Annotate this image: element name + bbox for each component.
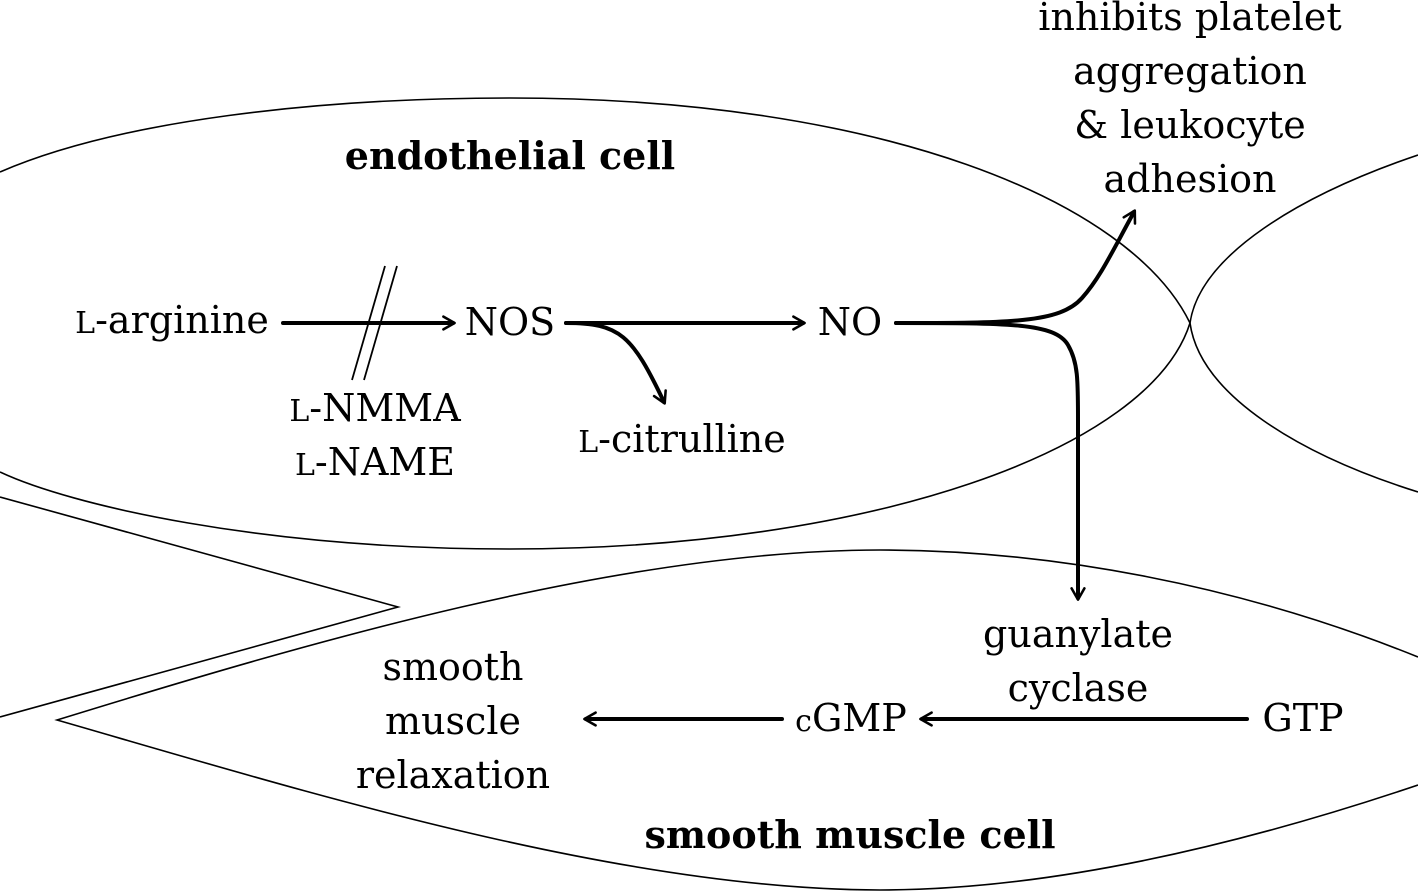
cgmp-label: cGMP (795, 696, 907, 740)
l-citrulline-label: L-citrulline (578, 417, 786, 461)
no-label: NO (818, 300, 882, 344)
arrow-no-to-guanylate-cyclase (894, 321, 1086, 601)
platelet-effect-line-2: aggregation (1073, 49, 1307, 93)
nos-label: NOS (465, 300, 555, 344)
smooth-muscle-cell-outline (54, 549, 1418, 891)
adjacent-endothelial-cell-outline (1189, 154, 1418, 493)
guanylate-cyclase-line-1: guanylate (983, 612, 1173, 656)
l-arginine-label: L-arginine (75, 298, 269, 342)
inhibition-mark-2 (363, 265, 398, 381)
gtp-label: GTP (1262, 696, 1343, 740)
arrow-nos-to-citrulline (564, 321, 667, 405)
relaxation-line-2: muscle (385, 699, 521, 743)
l-name-label: L-NAME (295, 440, 455, 484)
inhibition-mark-1 (351, 265, 386, 381)
left-cell-outline (0, 496, 402, 718)
arrow-no-to-platelet-effect (894, 209, 1137, 325)
platelet-effect-line-3: & leukocyte (1074, 103, 1305, 147)
platelet-effect-line-1: inhibits platelet (1038, 0, 1341, 39)
endothelial-cell-label: endothelial cell (345, 133, 675, 178)
l-nmma-label: L-NMMA (289, 386, 461, 430)
guanylate-cyclase-line-2: cyclase (1008, 666, 1149, 710)
smooth-muscle-cell-label: smooth muscle cell (644, 812, 1055, 857)
relaxation-line-3: relaxation (356, 753, 550, 797)
relaxation-line-1: smooth (382, 645, 523, 689)
platelet-effect-line-4: adhesion (1104, 157, 1277, 201)
